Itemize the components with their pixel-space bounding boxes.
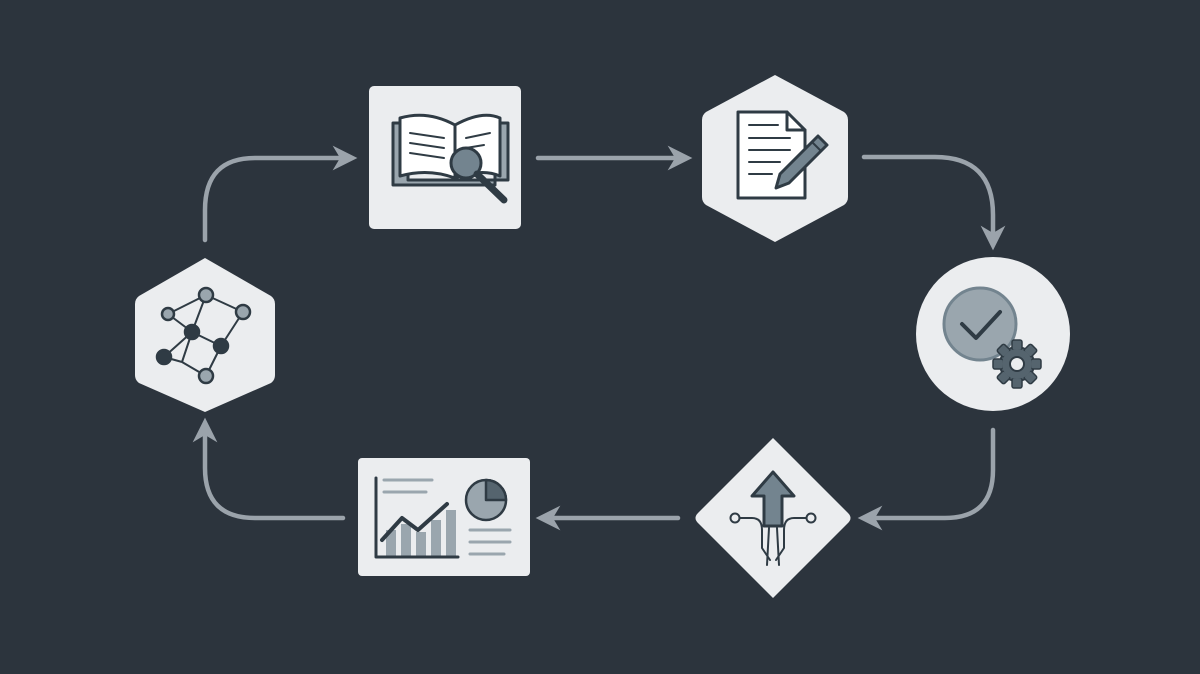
node-deploy[interactable] — [695, 438, 851, 598]
node-research[interactable] — [369, 86, 521, 229]
node-review[interactable] — [916, 257, 1070, 411]
node-network[interactable] — [135, 258, 275, 412]
document-pencil-icon — [736, 110, 829, 200]
node-report[interactable] — [358, 458, 530, 576]
connectors — [192, 145, 1006, 531]
book-magnifier-icon — [391, 113, 510, 204]
arrow-draft-to-review — [861, 154, 1006, 251]
upload-arrow-circuit-icon — [729, 470, 817, 566]
node-draft[interactable] — [702, 75, 848, 242]
arrow-review-to-deploy — [857, 427, 996, 531]
check-gear-icon — [942, 286, 1042, 389]
network-graph-icon — [155, 286, 252, 385]
arrow-network-to-research — [202, 145, 358, 243]
arrow-report-to-network — [192, 417, 346, 521]
chart-dashboard-icon — [374, 476, 512, 559]
